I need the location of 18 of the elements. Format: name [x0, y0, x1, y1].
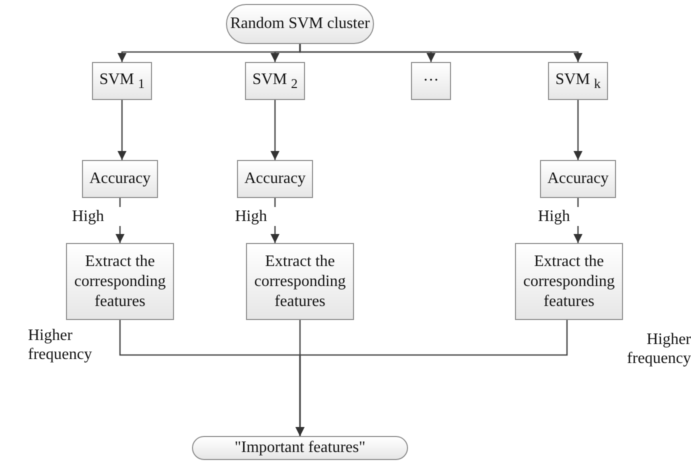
terminal-box: Random SVM cluster: [226, 4, 374, 44]
arrow: [299, 44, 583, 62]
process-box: Accuracy: [540, 160, 616, 198]
arrow: [270, 100, 280, 160]
process-box: SVM $_{1}$: [92, 62, 152, 100]
arrow: [573, 100, 583, 160]
process-box: Accuracy: [237, 160, 313, 198]
arrow: [295, 320, 568, 436]
process-box: SVM $_{k}$: [548, 62, 608, 100]
process-box: SVM $_{2}$: [245, 62, 305, 100]
process-box: Extract the corresponding features: [515, 243, 623, 320]
terminal-box: "Important features": [192, 436, 408, 460]
process-box: ···: [411, 62, 451, 100]
arrow: [117, 100, 127, 160]
process-box: Extract the corresponding features: [246, 243, 354, 320]
process-box: Accuracy: [82, 160, 158, 198]
edge-label: High: [72, 207, 122, 226]
process-box: Extract the corresponding features: [66, 243, 174, 320]
